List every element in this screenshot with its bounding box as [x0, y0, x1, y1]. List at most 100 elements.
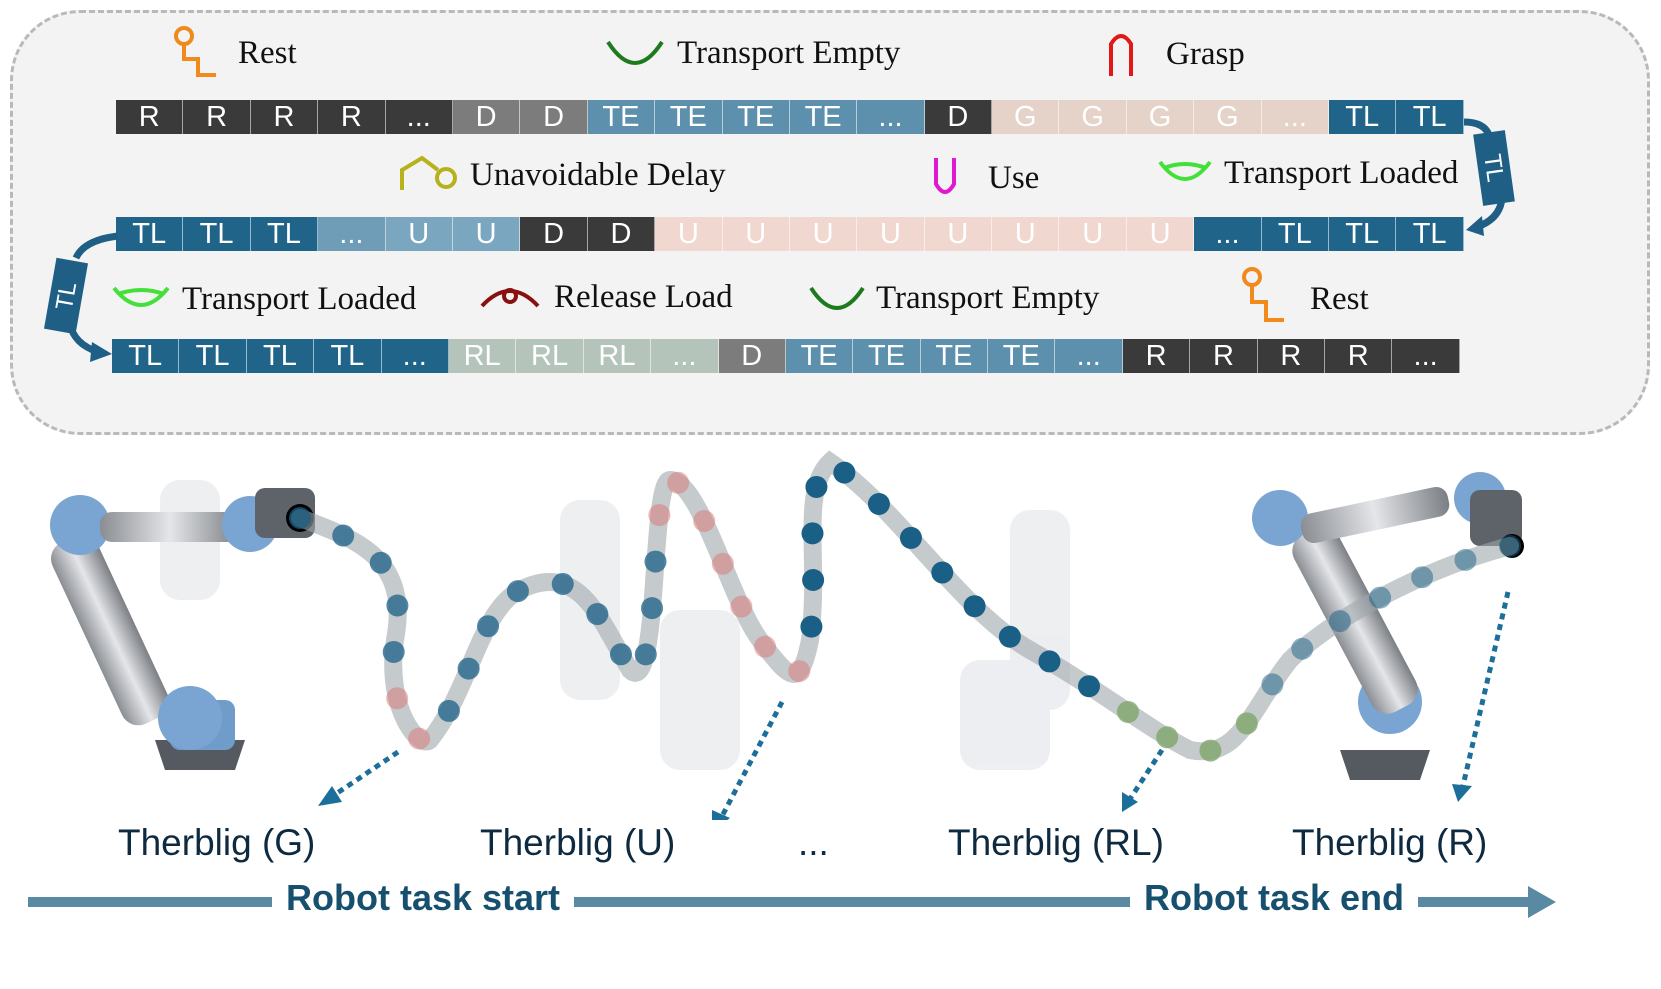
therblig-cell-rl: RL — [516, 339, 584, 373]
therblig-cell-te: TE — [587, 100, 656, 134]
therblig-cell-r: R — [1325, 339, 1393, 373]
transport-loaded-icon — [112, 286, 170, 307]
trajectory-dot — [609, 643, 632, 666]
trajectory-dot — [1261, 673, 1284, 696]
robot-task-start-label: Robot task start — [272, 877, 575, 919]
therblig-cell-u: U — [789, 217, 858, 251]
therblig-cell-u: U — [1126, 217, 1195, 251]
therblig-cell-u: U — [1059, 217, 1127, 251]
trajectory-dot — [634, 643, 657, 666]
robot-arm-start — [50, 488, 315, 770]
therblig-cell-u: U — [992, 217, 1060, 251]
therblig-cell-r: R — [318, 100, 386, 134]
trajectory-dot — [1328, 610, 1351, 633]
therblig-cell-tl: TL — [1396, 217, 1464, 251]
therblig-cell-g: G — [1126, 100, 1195, 134]
trajectory-dot — [437, 699, 460, 722]
trajectory-dot — [386, 687, 409, 710]
therblig-cell-tl: TL — [1329, 217, 1397, 251]
therblig-cell-tl: TL — [314, 339, 382, 373]
therblig-cell-tl: TL — [183, 217, 251, 251]
trajectory-dot — [998, 625, 1021, 648]
trajectory-dot — [711, 552, 734, 575]
trajectory-dot — [644, 550, 667, 573]
unavoidable-delay-icon — [400, 155, 457, 190]
trajectory-dot — [641, 597, 664, 620]
therblig-cell-te: TE — [789, 100, 858, 134]
stage-label-use: Therblig (U) — [480, 822, 676, 863]
trajectory-dot — [1235, 712, 1258, 735]
therblig-cell-u: U — [452, 217, 521, 251]
therblig-cell-tl: TL — [246, 339, 315, 373]
legend-transport-loaded-label-2: Transport Loaded — [182, 281, 417, 317]
therblig-cell-d: D — [718, 339, 786, 373]
legend-release-load-label: Release Load — [554, 279, 733, 315]
robot-task-end-label: Robot task end — [1130, 877, 1419, 919]
therblig-cell-te: TE — [655, 100, 723, 134]
trajectory-dot — [693, 509, 716, 532]
trajectory-dot — [867, 492, 890, 515]
trajectory-dot — [1038, 650, 1061, 673]
trajectory-dot — [506, 580, 529, 603]
therblig-cell-ellipsis: ... — [381, 339, 449, 373]
therblig-cell-ellipsis: ... — [318, 217, 386, 251]
trajectory-dot — [477, 615, 500, 638]
trajectory-dot — [648, 504, 671, 527]
therblig-cell-tl: TL — [1329, 100, 1397, 134]
trajectory-dot — [667, 471, 690, 494]
stage-label-rest: Therblig (R) — [1292, 822, 1488, 863]
therblig-cell-rl: RL — [583, 339, 652, 373]
legend-unavoidable-delay-label: Unavoidable Delay — [470, 157, 726, 193]
trajectory-dot — [1199, 739, 1222, 762]
therblig-cell-ellipsis: ... — [1392, 339, 1460, 373]
legend-grasp-label: Grasp — [1166, 36, 1245, 72]
trajectory-dot — [800, 615, 823, 638]
legend-use-label: Use — [988, 160, 1040, 196]
rest-icon — [174, 26, 216, 77]
therblig-cell-ellipsis: ... — [857, 100, 925, 134]
trajectory-dot — [754, 635, 777, 658]
connector-label-left: TL — [51, 280, 82, 312]
trajectory-dot — [805, 475, 828, 498]
trajectory-dot — [382, 640, 405, 663]
trajectory-dot — [369, 551, 392, 574]
connector-arrow-right: TL — [1463, 118, 1515, 236]
therblig-cell-d: D — [924, 100, 993, 134]
trajectory-dot — [833, 461, 856, 484]
trajectory-dot — [931, 561, 954, 584]
trajectory-dot — [586, 603, 609, 626]
therblig-cell-r: R — [1122, 339, 1191, 373]
therblig-cell-u: U — [924, 217, 993, 251]
grasp-icon — [1109, 34, 1133, 76]
legend-rest-label: Rest — [238, 35, 297, 71]
trajectory-dot — [457, 657, 480, 680]
therblig-cell-tl: TL — [250, 217, 319, 251]
stage-label-grasp: Therblig (G) — [118, 822, 316, 863]
therblig-cell-rl: RL — [448, 339, 517, 373]
legend-transport-empty-label: Transport Empty — [677, 35, 901, 71]
trajectory-dot — [899, 526, 922, 549]
therblig-cell-g: G — [1194, 100, 1262, 134]
trajectory-dot — [963, 595, 986, 618]
therblig-cell-te: TE — [785, 339, 854, 373]
therblig-cell-r: R — [250, 100, 319, 134]
therblig-cell-tl: TL — [1396, 100, 1464, 134]
stage-label-ellipsis: ... — [798, 822, 829, 863]
therblig-cell-r: R — [1190, 339, 1258, 373]
transport-loaded-icon — [1158, 160, 1212, 181]
therblig-cell-u: U — [655, 217, 723, 251]
therblig-cell-u: U — [722, 217, 790, 251]
trajectory-dot — [1411, 566, 1434, 589]
trajectory-dot — [1454, 548, 1477, 571]
trajectory-dot — [408, 727, 431, 750]
therblig-cell-u: U — [385, 217, 453, 251]
therblig-cell-tl: TL — [179, 339, 247, 373]
therblig-cell-r: R — [183, 100, 251, 134]
therblig-cell-r: R — [116, 100, 184, 134]
therblig-cell-ellipsis: ... — [385, 100, 453, 134]
therblig-cell-ellipsis: ... — [1261, 100, 1330, 134]
legend-transport-loaded-label: Transport Loaded — [1224, 155, 1459, 191]
trajectory-dot — [1291, 637, 1314, 660]
